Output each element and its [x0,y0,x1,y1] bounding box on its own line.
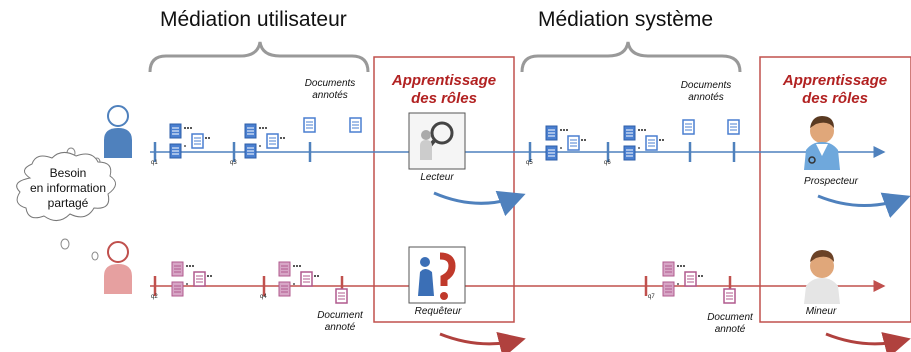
query-label-q5: q5 [526,160,533,166]
questioner-icon [408,246,466,304]
doc-cluster-1 [170,124,210,158]
top-ticks [153,142,736,162]
magnifier-icon [408,112,466,170]
feedback-arrow-top-left [433,190,526,217]
miner-icon [804,250,840,304]
annotated-doc-2 [349,117,362,133]
doc-cluster-3 [546,126,586,160]
role-box-left [373,56,515,323]
header-system-mediation: Médiation système [538,8,714,31]
feedback-arrow-top-right [817,192,911,218]
feedback-arrow-bottom-right [825,332,911,352]
query-label-q2: q2 [151,294,158,300]
user-blue-icon [104,105,132,158]
role-prospecteur: Prospecteur [804,176,858,187]
query-label-q6: q6 [604,160,611,166]
doc-cluster-2 [245,124,285,158]
query-label-q1: q1 [151,160,158,166]
header-user-mediation: Médiation utilisateur [160,8,347,31]
role-requeteur: Requêteur [414,306,462,317]
annotated-doc-5 [335,288,348,304]
annotated-doc-3 [682,119,695,135]
doctor-icon [804,116,840,170]
doc-cluster-6 [279,262,319,296]
role-lecteur: Lecteur [420,172,454,183]
user-pink-icon [104,241,132,294]
doc-cluster-7 [663,262,703,296]
query-label-q4: q4 [260,294,267,300]
query-label-q7: q7 [648,294,655,300]
role-box-right [759,56,911,323]
annotated-doc-6 [723,288,736,304]
brace-right [520,41,742,73]
doc-cluster-4 [624,126,664,160]
cloud-shape [16,152,116,221]
brace-left [148,41,370,73]
role-mineur: Mineur [805,306,837,317]
annotated-doc-4 [727,119,740,135]
feedback-arrow-bottom-left [439,331,526,352]
annotated-doc-1 [303,117,316,133]
doc-cluster-5 [172,262,212,296]
query-label-q3: q3 [230,160,237,166]
